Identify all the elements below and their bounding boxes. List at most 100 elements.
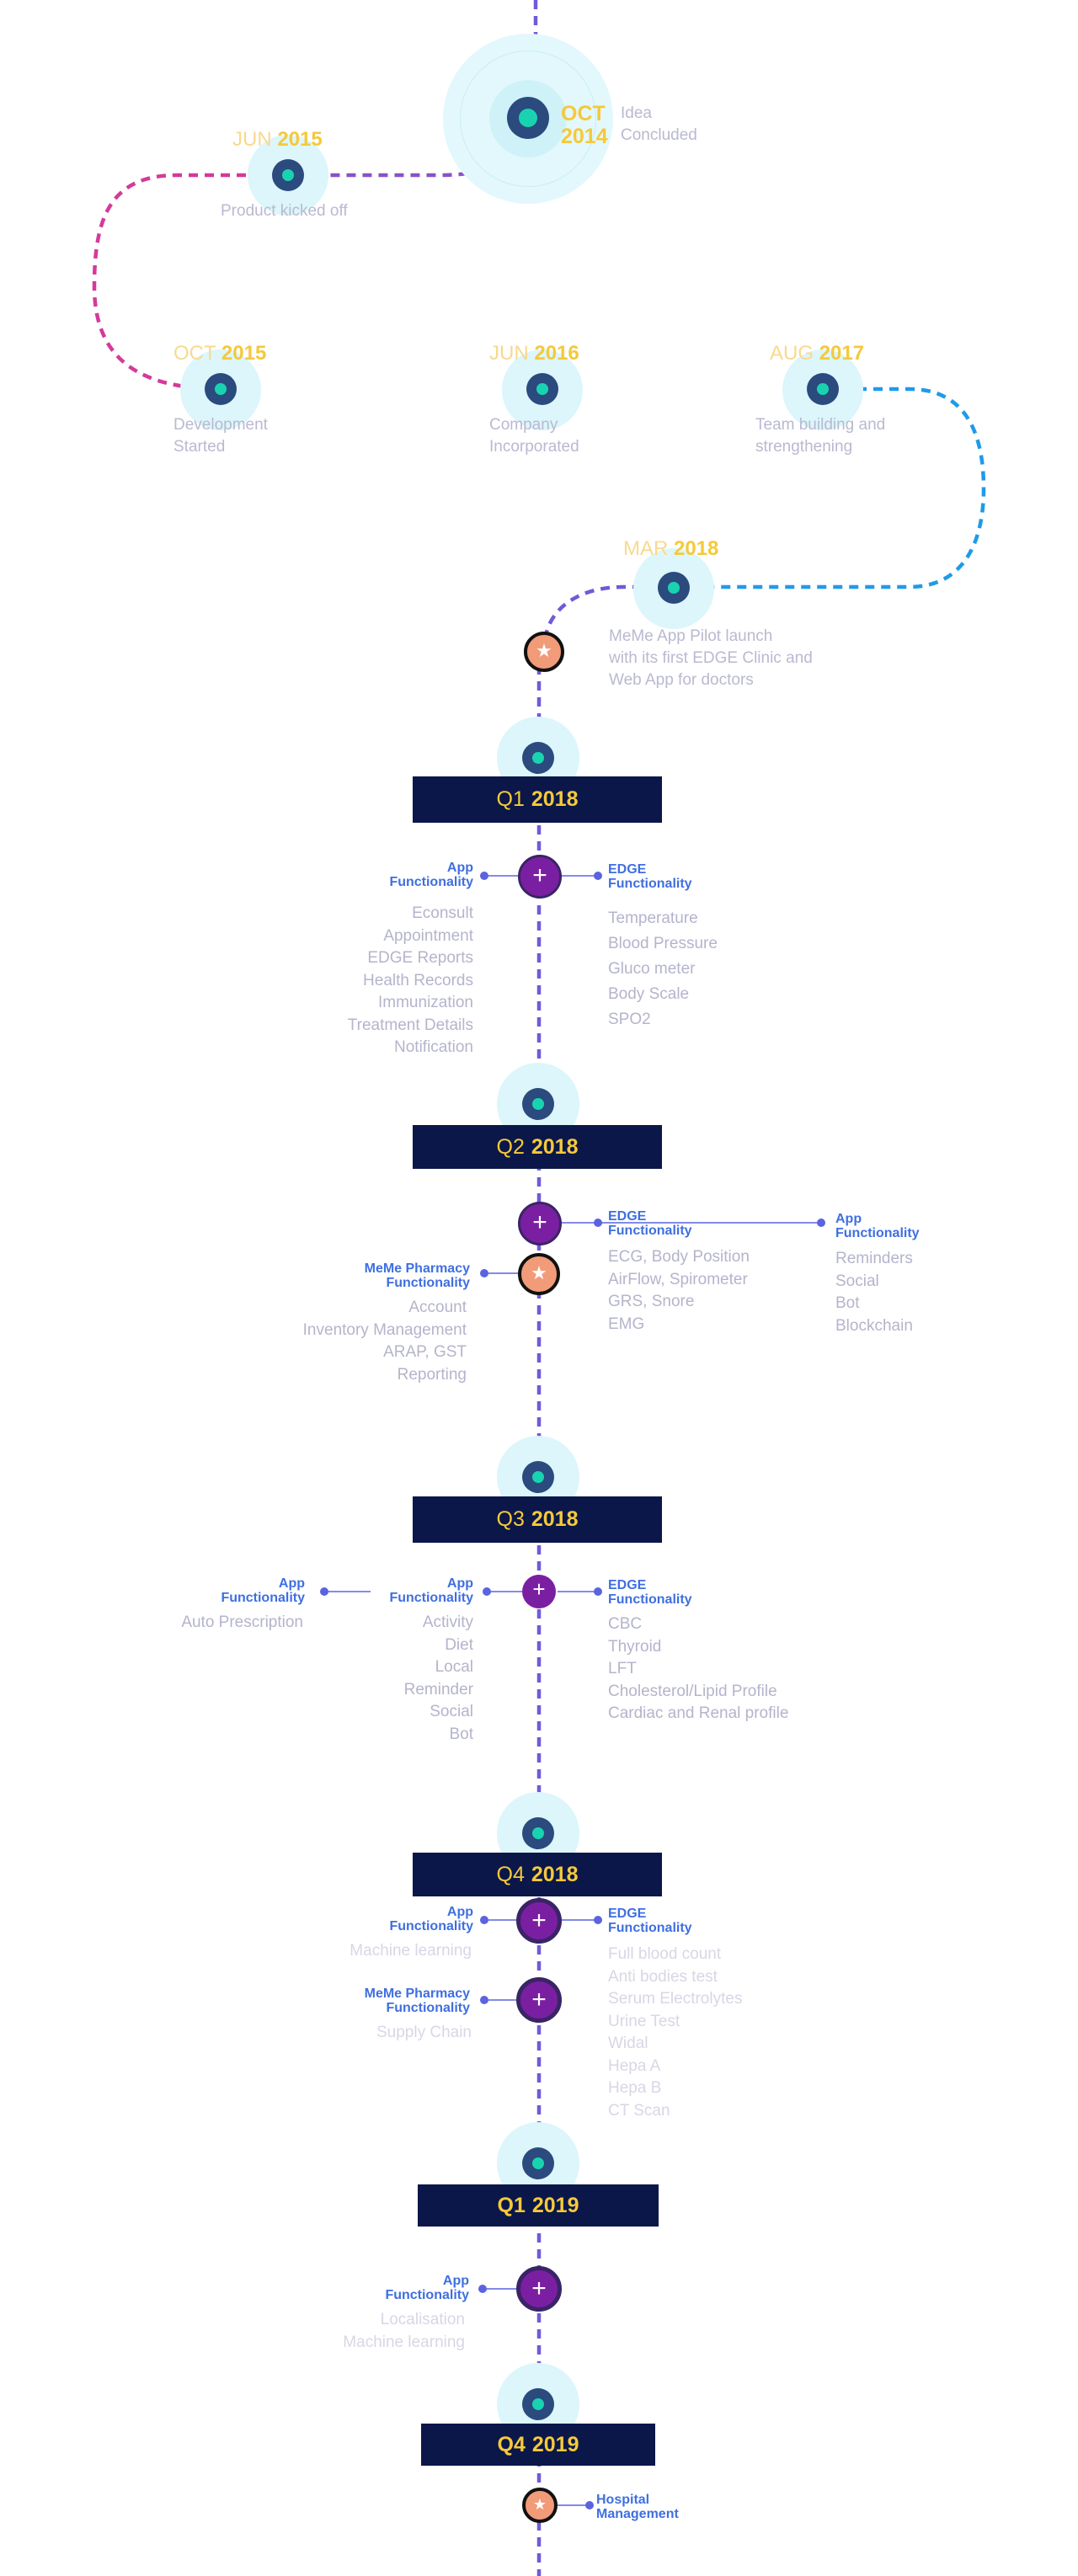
list-item: Blockchain	[835, 1316, 913, 1335]
date-jun2016: JUN 2016	[489, 342, 579, 365]
date-month: JUN	[489, 342, 529, 365]
list-item: Localisation	[380, 2311, 465, 2328]
date-month: OCT	[173, 342, 216, 365]
plus-icon: +	[522, 1575, 556, 1608]
list-item: Bot	[449, 1725, 473, 1743]
date-year: 2018	[674, 537, 719, 560]
date-year: 2014	[561, 125, 608, 148]
quarter-node-q1-2018	[522, 742, 554, 774]
list-item: Urine Test	[608, 2012, 680, 2030]
milestone-desc-aug2017: Team building and strengthening	[755, 416, 886, 456]
list-item: Thyroid	[608, 1637, 662, 1656]
quarter-header-q3-2018: Q3 2018	[413, 1496, 662, 1543]
app-functionality-label: App Functionality	[389, 1905, 473, 1933]
quarter-year: 2018	[531, 787, 579, 811]
quarter-year: 2019	[531, 2193, 579, 2217]
plus-icon: +	[518, 1202, 562, 1245]
quarter-label: Q3	[496, 1507, 525, 1531]
list-item: Treatment Details	[347, 1016, 473, 1034]
date-oct2015: OCT 2015	[173, 342, 266, 365]
list-item: GRS, Snore	[608, 1293, 695, 1310]
list-item: Reminders	[835, 1250, 913, 1267]
hospital-management-label: Hospital Management	[596, 2493, 679, 2521]
list-item: Hepa B	[608, 2079, 662, 2097]
list-item: Social	[430, 1703, 473, 1720]
list-item: Notification	[394, 1038, 473, 1056]
milestone-ring	[460, 51, 596, 187]
milestone-node-aug2017	[807, 373, 839, 405]
list-item: Gluco meter	[608, 960, 696, 978]
milestone-node-jun2015	[272, 159, 304, 191]
quarter-header-q4-2018: Q4 2018	[413, 1853, 662, 1896]
list-item: ECG, Body Position	[608, 1248, 750, 1266]
list-item: Inventory Management	[302, 1320, 467, 1339]
app-functionality-label: App Functionality	[389, 1576, 473, 1605]
pharmacy-functionality-label: MeMe Pharmacy Functionality	[364, 1987, 470, 2015]
list-item: Reporting	[397, 1365, 467, 1384]
star-icon: ★	[524, 632, 564, 672]
list-item: Machine learning	[350, 1942, 472, 1960]
list-item: AirFlow, Spirometer	[608, 1270, 748, 1288]
milestone-desc-oct2015: Development Started	[173, 416, 268, 456]
app-functionality-far-list: Auto Prescription	[126, 1612, 303, 1635]
quarter-header-q2-2018: Q2 2018	[413, 1125, 662, 1169]
list-item: CT Scan	[608, 2101, 670, 2120]
date-year: 2015	[221, 342, 267, 365]
list-item: Local	[435, 1658, 473, 1676]
list-item: Supply Chain	[376, 2024, 472, 2041]
quarter-year: 2018	[531, 1862, 579, 1886]
list-item: EDGE Reports	[367, 949, 473, 967]
list-item: CBC	[608, 1615, 643, 1633]
list-item: Econsult	[412, 904, 473, 922]
list-item: Account	[408, 1299, 467, 1316]
quarter-node-q4-2019	[522, 2388, 554, 2420]
list-item: Immunization	[378, 994, 473, 1011]
quarter-label: Q4	[497, 2432, 526, 2456]
list-item: Cholesterol/Lipid Profile	[608, 1682, 777, 1700]
list-item: EMG	[608, 1315, 645, 1333]
list-item: Reminder	[403, 1680, 473, 1699]
date-year: 2016	[534, 342, 579, 365]
date-month: MAR	[623, 537, 669, 560]
list-item: ARAP, GST	[383, 1343, 467, 1361]
date-oct2014: OCT 2014	[561, 103, 608, 148]
list-item: Hepa A	[608, 2056, 661, 2075]
list-item: SPO2	[608, 1011, 651, 1028]
edge-functionality-label: EDGE Functionality	[608, 1578, 692, 1607]
list-item: Body Scale	[608, 985, 690, 1003]
quarter-label: Q4	[496, 1862, 525, 1886]
quarter-node-q1-2019	[522, 2147, 554, 2179]
list-item: Appointment	[383, 926, 473, 945]
list-item: Cardiac and Renal profile	[608, 1704, 789, 1722]
date-year: 2015	[277, 128, 323, 151]
milestone-node-oct2015	[205, 373, 237, 405]
app-functionality-far-label: App Functionality	[221, 1576, 305, 1605]
milestone-node-jun2016	[526, 373, 558, 405]
milestone-desc-oct2014: Idea Concluded	[621, 104, 697, 144]
date-aug2017: AUG 2017	[770, 342, 864, 365]
pharmacy-functionality-label: MeMe Pharmacy Functionality	[364, 1261, 470, 1290]
milestone-node-mar2018	[658, 572, 690, 604]
quarter-node-q2-2018	[522, 1088, 554, 1120]
milestone-desc-jun2016: Company Incorporated	[489, 416, 579, 456]
app-functionality-list: Machine learning	[303, 1940, 472, 1963]
quarter-header-q1-2018: Q1 2018	[413, 776, 662, 823]
list-item: Serum Electrolytes	[608, 1990, 743, 2008]
date-year: 2017	[819, 342, 865, 365]
quarter-label: Q2	[496, 1134, 525, 1159]
plus-icon: +	[516, 1977, 562, 2023]
edge-functionality-label: EDGE Functionality	[608, 862, 692, 891]
list-item: Auto Prescription	[181, 1613, 303, 1631]
quarter-year: 2018	[531, 1507, 579, 1531]
list-item: Health Records	[363, 971, 473, 989]
list-item: Machine learning	[343, 2333, 465, 2351]
